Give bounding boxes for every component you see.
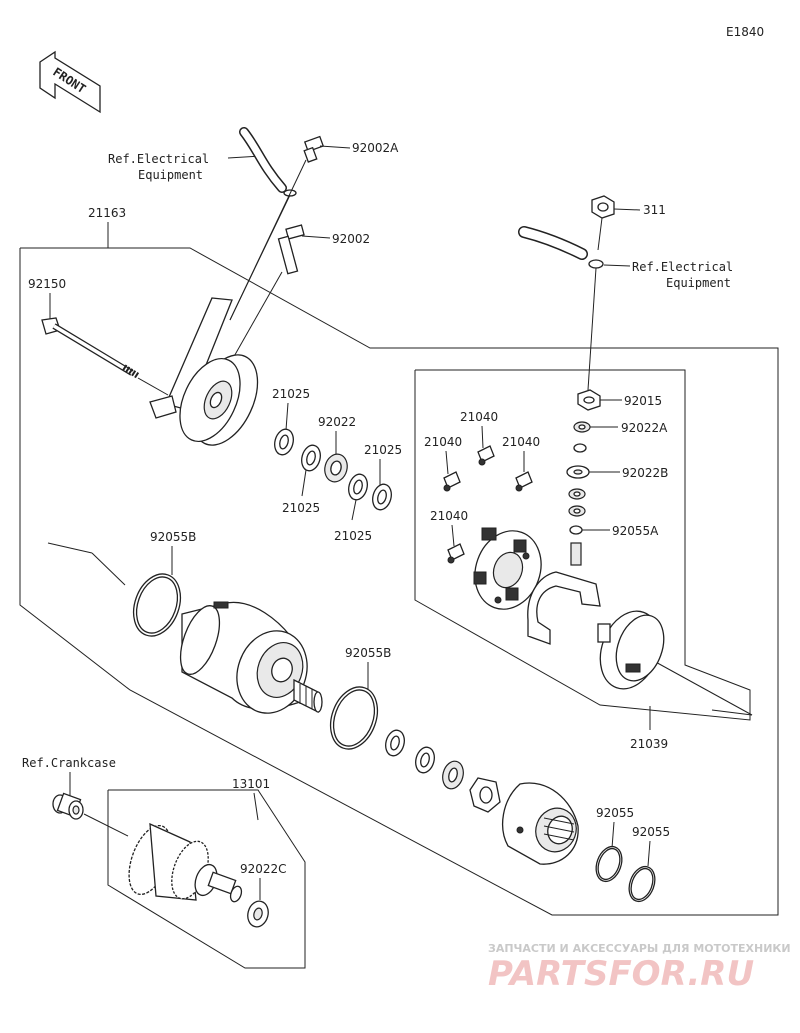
lock-washer xyxy=(469,777,501,813)
diagram-code: E1840 xyxy=(726,25,764,39)
rear-end-cover xyxy=(149,297,259,446)
label-21040-d: 21040 xyxy=(430,509,468,523)
brush-housing-ring xyxy=(597,610,665,690)
label-21039: 21039 xyxy=(630,737,668,751)
label-21025-d: 21025 xyxy=(364,443,402,457)
assembly-outline-21039 xyxy=(414,369,751,721)
brush-21040-c xyxy=(515,471,533,492)
nut-92015 xyxy=(577,389,601,411)
ref-electrical-2-line2: Equipment xyxy=(666,276,731,290)
front-cover xyxy=(502,782,579,865)
label-92022B: 92022B xyxy=(622,466,668,480)
front-arrow-icon: FRONT xyxy=(39,50,101,114)
assembly-outline-21163 xyxy=(19,247,779,916)
starter-yoke xyxy=(179,601,308,714)
o-ring-92055A xyxy=(569,525,583,535)
label-92055A: 92055A xyxy=(612,524,659,538)
label-13101: 13101 xyxy=(232,777,270,791)
ref-electrical-1-line1: Ref.Electrical xyxy=(108,152,209,166)
label-21025-a: 21025 xyxy=(272,387,310,401)
bolt-92002 xyxy=(277,224,305,275)
brush-21040-d xyxy=(447,543,465,564)
assembly-outline-13101 xyxy=(107,789,306,969)
watermark-tagline: ЗАПЧАСТИ И АКСЕССУАРЫ ДЛЯ МОТОТЕХНИКИ xyxy=(488,942,791,955)
watermark-brand: PARTSFOR.RU xyxy=(488,954,754,994)
label-21040-b: 21040 xyxy=(424,435,462,449)
label-311: 311 xyxy=(643,203,666,217)
label-21040-a: 21040 xyxy=(460,410,498,424)
label-92022C: 92022C xyxy=(240,862,287,876)
label-92022: 92022 xyxy=(318,415,356,429)
label-92055B-b: 92055B xyxy=(345,646,391,660)
label-21040-c: 21040 xyxy=(502,435,540,449)
label-92022A: 92022A xyxy=(621,421,668,435)
crankcase-bushing xyxy=(52,792,84,820)
ref-electrical-1-line2: Equipment xyxy=(138,168,203,182)
label-92055-a: 92055 xyxy=(596,806,634,820)
bolt-92002A xyxy=(303,135,325,163)
nut-311 xyxy=(591,195,615,219)
label-21163: 21163 xyxy=(88,206,126,220)
through-bolt-92150 xyxy=(41,317,140,379)
ref-crankcase: Ref.Crankcase xyxy=(22,756,116,770)
armature-shaft xyxy=(293,678,323,714)
label-92055B-a: 92055B xyxy=(150,530,196,544)
label-92015: 92015 xyxy=(624,394,662,408)
brush-21040-b xyxy=(443,471,461,492)
starter-clutch-gear-assembly xyxy=(128,822,243,903)
ref-electrical-2-line1: Ref.Electrical xyxy=(632,260,733,274)
terminal-bracket xyxy=(527,542,601,645)
brush-holder-plate xyxy=(473,527,542,610)
label-92002A: 92002A xyxy=(352,141,399,155)
label-21025-b: 21025 xyxy=(282,501,320,515)
label-21025-c: 21025 xyxy=(334,529,372,543)
label-92150: 92150 xyxy=(28,277,66,291)
label-92055-b: 92055 xyxy=(632,825,670,839)
brush-21040-a xyxy=(477,445,495,466)
label-92002: 92002 xyxy=(332,232,370,246)
